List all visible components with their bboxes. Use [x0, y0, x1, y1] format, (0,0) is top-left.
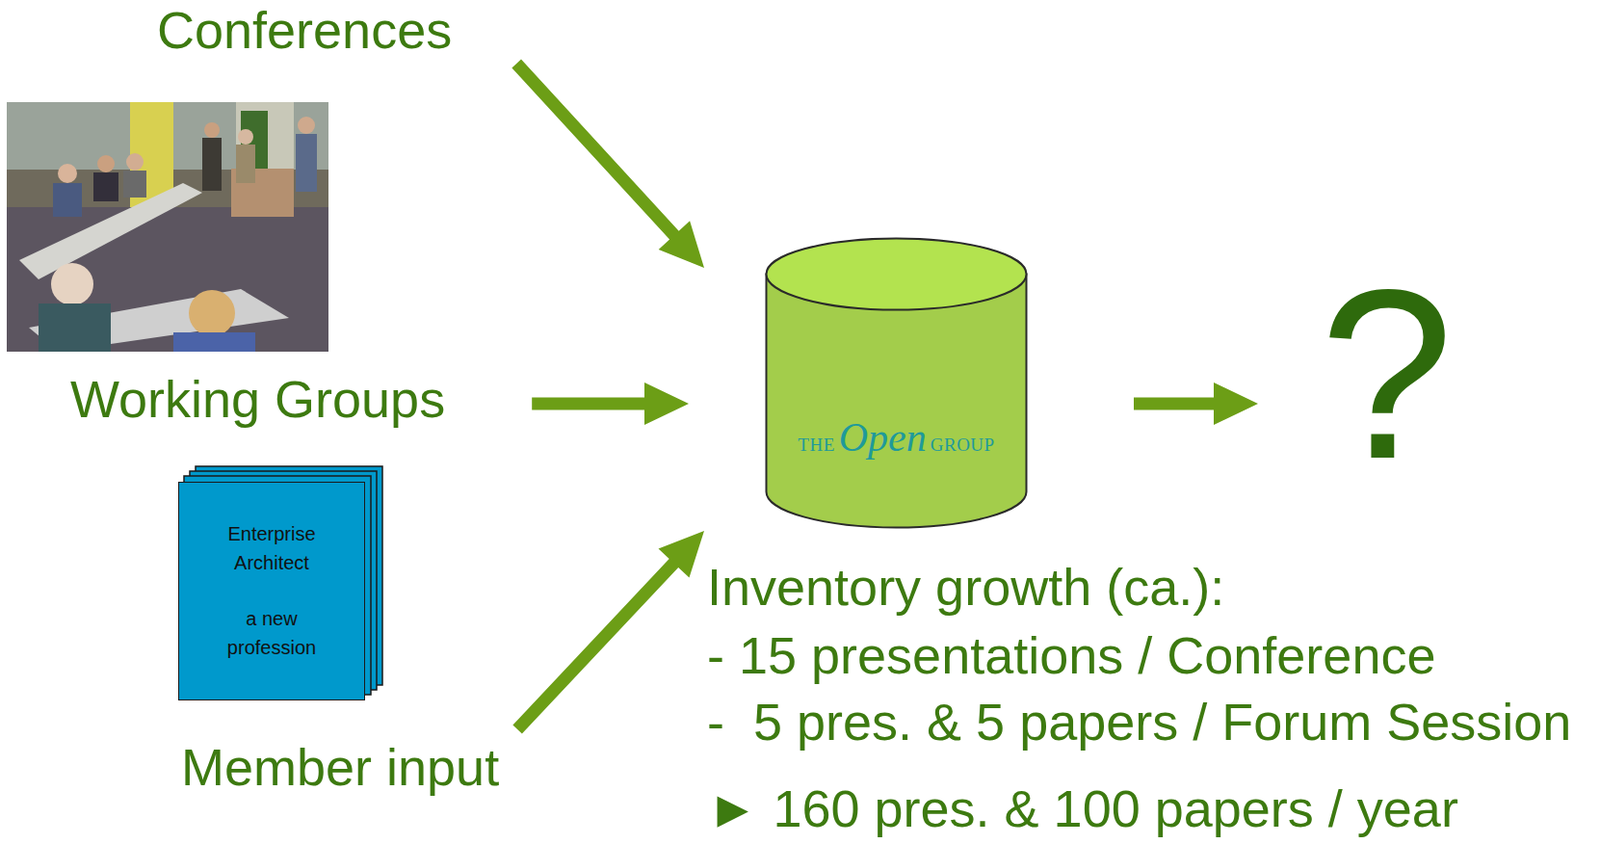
inventory-note: ► 160 pres. & 100 papers / year	[707, 778, 1459, 839]
meeting-photo	[6, 102, 329, 352]
question-mark-text: ?	[1319, 239, 1454, 509]
book-title: a new profession	[217, 603, 326, 662]
book-cover: Enterprise Architect a new profession	[178, 481, 366, 701]
node-label: Member input	[181, 737, 499, 796]
flow-arrow	[512, 530, 705, 735]
source-label: Conferences	[157, 0, 452, 60]
cylinder-top	[766, 238, 1027, 311]
logo-text: THE	[797, 434, 835, 456]
logo-row: THEOpenGROUP	[750, 414, 1043, 461]
flow-arrow	[511, 59, 705, 268]
question-mark: ?	[1319, 254, 1454, 496]
repository-cylinder: THEOpenGROUP	[750, 236, 1043, 529]
cylinder-body	[766, 274, 1027, 528]
flow-arrow	[1133, 382, 1259, 425]
cylinder-shape	[750, 236, 1043, 529]
book-title: Enterprise Architect	[217, 519, 326, 578]
inventory-note: - 5 pres. & 5 papers / Forum Session	[707, 691, 1572, 752]
inventory-note: - 15 presentations / Conference	[707, 625, 1436, 685]
inventory-note: Inventory growth (ca.):	[707, 556, 1225, 617]
source-label: Working Groups	[70, 368, 446, 429]
logo-text: GROUP	[930, 434, 996, 456]
logo-text: Open	[839, 414, 927, 461]
node-label: Working Groups	[70, 369, 446, 428]
node-label: Conferences	[157, 0, 452, 59]
source-label: Member input	[181, 736, 499, 797]
flow-arrow	[531, 382, 689, 425]
